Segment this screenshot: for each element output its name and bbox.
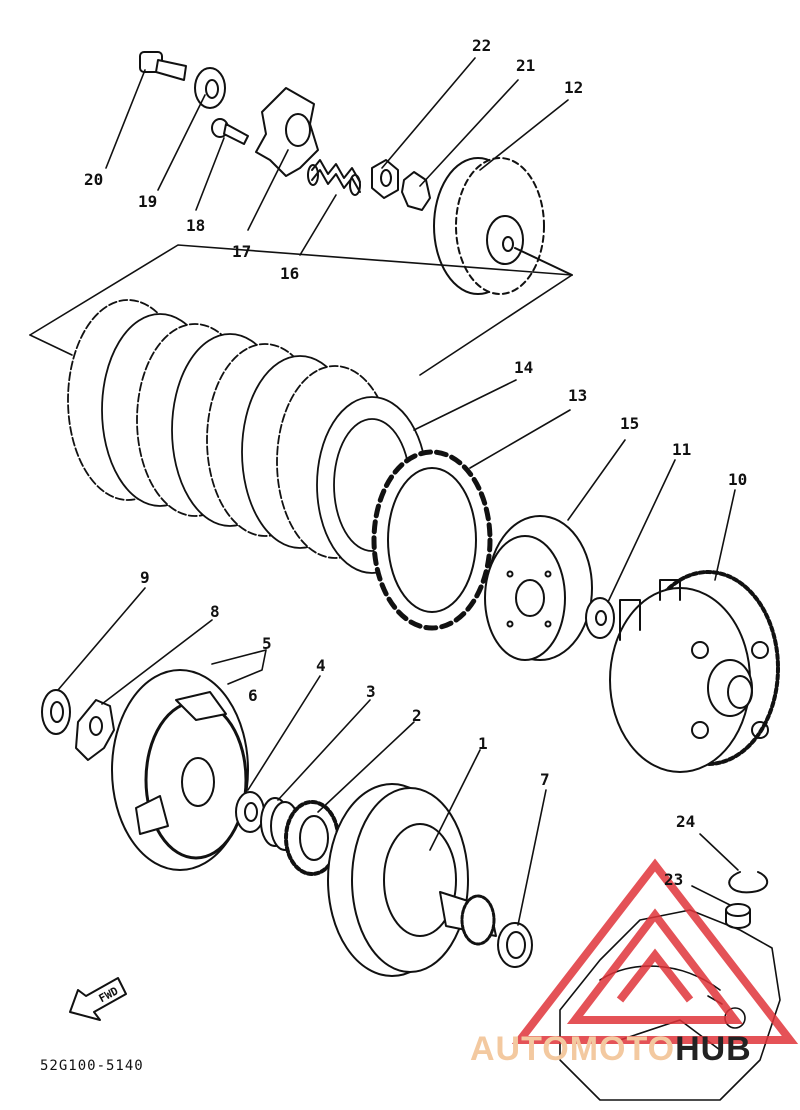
fwd-arrow-icon [69,977,127,1021]
callout-11: 11 [672,440,692,459]
watermark-text: AUTOMOTOHUB [470,1030,752,1069]
part-12-clutch-boss [433,157,573,295]
part-13-friction-plate [371,449,493,631]
callout-17: 17 [232,242,252,261]
callout-19: 19 [138,192,158,211]
callout-21: 21 [516,56,536,75]
part-19-bearing [194,67,226,109]
callout-18: 18 [186,216,206,235]
leader-lines [57,57,739,926]
clutch-plate-stack [29,244,573,574]
part-4-washer [235,791,265,833]
part-code: 52G100-5140 [40,1058,144,1074]
part-24-circlip [728,871,768,894]
callout-12: 12 [564,78,584,97]
callout-8: 8 [210,602,220,621]
callout-13: 13 [568,386,588,405]
part-20-bolt [139,51,187,81]
part-10-clutch-housing [609,570,780,773]
callout-15: 15 [620,414,640,433]
part-17-pressure-plate [255,87,319,177]
part-22-nut [371,159,399,199]
part-23-pin [725,903,751,929]
callout-10: 10 [728,470,748,489]
watermark-triangle-logo [511,858,799,1044]
part-21-lock-washer [401,171,431,211]
part-18-screw [211,118,249,145]
part-6-primary-clutch [111,649,267,871]
callout-16: 16 [280,264,300,283]
callout-5: 5 [262,634,272,653]
callout-24: 24 [676,812,696,831]
watermark-text-part2: HUB [675,1030,752,1068]
part-9-washer [41,689,71,735]
callout-22: 22 [472,36,492,55]
callout-7: 7 [540,770,550,789]
callout-3: 3 [366,682,376,701]
part-1-clutch-carrier [327,783,497,977]
part-3-collar [260,797,300,851]
part-11-thrust-washer [585,597,615,639]
watermark-text-part1: AUTOMOTO [470,1030,676,1068]
callout-9: 9 [140,568,150,587]
part-15-pressure-disc [484,515,593,661]
callout-2: 2 [412,706,422,725]
callout-6: 6 [248,686,258,705]
part-16-spring [307,159,361,196]
callout-23: 23 [664,870,684,889]
part-7-washer [497,922,533,968]
callout-4: 4 [316,656,326,675]
callout-14: 14 [514,358,534,377]
callout-20: 20 [84,170,104,189]
part-8-lock-plate [75,699,115,761]
callout-1: 1 [478,734,488,753]
